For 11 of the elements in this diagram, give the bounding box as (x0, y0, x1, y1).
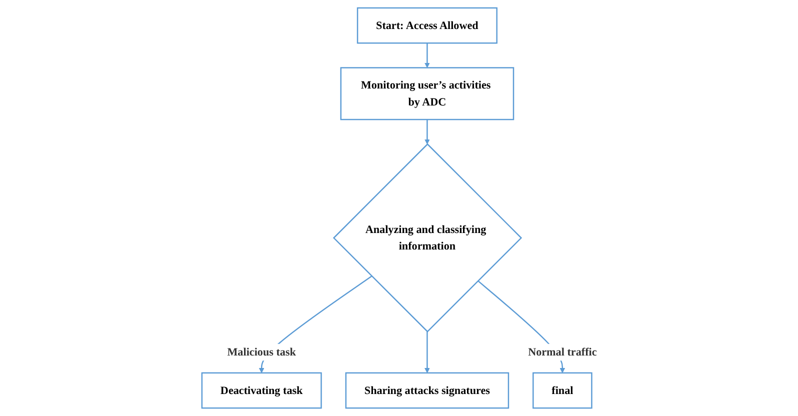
node-box: Start: Access Allowed (356, 7, 498, 44)
node-box: Deactivating task (200, 372, 322, 409)
arrow (424, 43, 430, 68)
edge-label: Normal traffic (528, 346, 596, 358)
node-box: Sharing attacks signatures (344, 372, 509, 409)
node-box: final (532, 372, 592, 409)
arrow (424, 120, 430, 144)
node-diamond: Analyzing and classifying information (332, 143, 522, 332)
node-box: Monitoring user’s activities by ADC (340, 67, 514, 120)
arrow (424, 332, 430, 374)
edge-label: Malicious task (226, 346, 296, 358)
